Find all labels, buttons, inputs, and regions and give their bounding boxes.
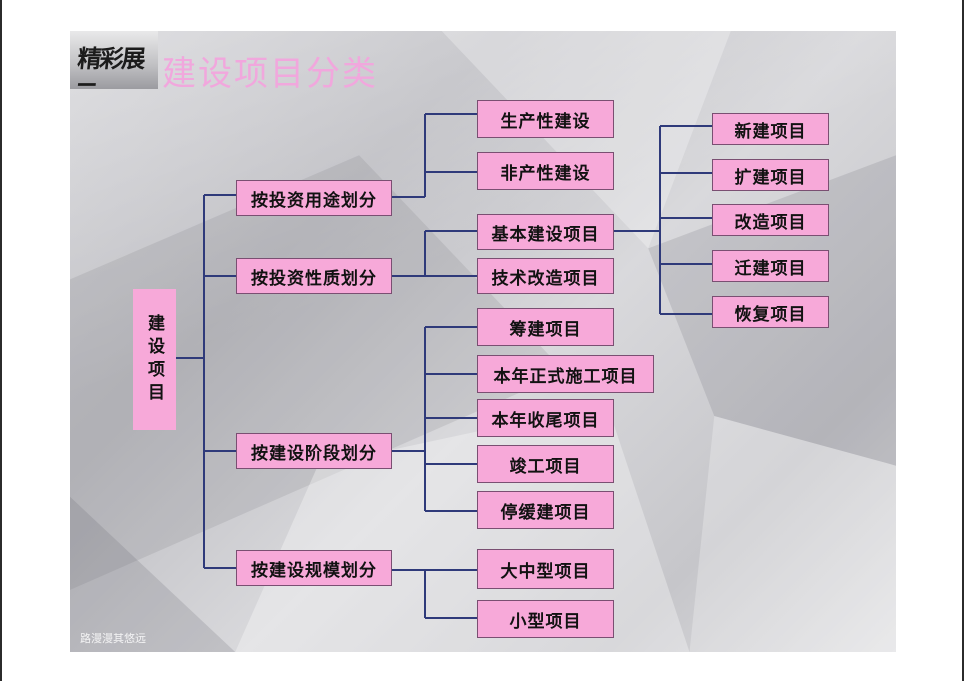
watermark-text: 路漫漫其悠远 (80, 632, 146, 645)
leaf-suspended: 停缓建项目 (477, 491, 614, 529)
connector-nature (392, 230, 477, 277)
type-restoration: 恢复项目 (712, 296, 829, 328)
connector-root (176, 194, 236, 569)
branch-construction-scale: 按建设规模划分 (236, 550, 392, 586)
type-relocation: 迁建项目 (712, 250, 829, 282)
connector-use (392, 113, 477, 198)
type-new: 新建项目 (712, 113, 829, 145)
leaf-small: 小型项目 (477, 600, 614, 638)
connector-stage (392, 326, 477, 512)
type-expansion: 扩建项目 (712, 159, 829, 191)
branch-investment-nature: 按投资性质划分 (236, 258, 392, 294)
leaf-large-medium: 大中型项目 (477, 549, 614, 589)
slide-title: 建设项目分类 (162, 54, 378, 94)
leaf-preparation: 筹建项目 (477, 308, 614, 346)
branch-construction-stage: 按建设阶段划分 (236, 433, 392, 469)
branch-investment-use: 按投资用途划分 (236, 180, 392, 216)
leaf-finishing: 本年收尾项目 (477, 399, 614, 437)
leaf-formal-construction: 本年正式施工项目 (477, 355, 654, 393)
leaf-completed: 竣工项目 (477, 445, 614, 483)
page-edge-right (962, 0, 964, 681)
leaf-productive: 生产性建设 (477, 100, 614, 138)
root-node-label: 建设项目 (144, 313, 164, 406)
leaf-technical-renovation: 技术改造项目 (477, 258, 614, 294)
connector-scale (392, 569, 477, 619)
page-edge-left (0, 0, 2, 681)
connector-basic (614, 125, 712, 315)
title-badge: 精彩展示 (70, 31, 158, 89)
leaf-basic-construction: 基本建设项目 (477, 214, 614, 250)
leaf-non-productive: 非产性建设 (477, 152, 614, 190)
root-node: 建设项目 (133, 289, 176, 430)
type-renovation: 改造项目 (712, 204, 829, 236)
